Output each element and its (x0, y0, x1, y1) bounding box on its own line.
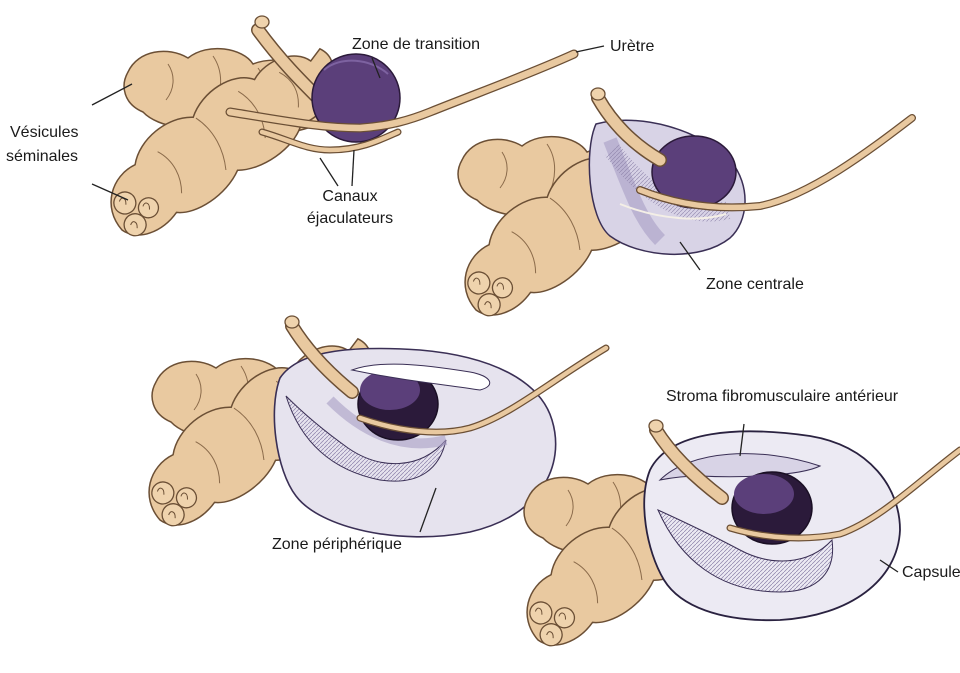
label-seminal-vesicles-line1: Vésicules (10, 122, 78, 144)
figure-central (437, 88, 912, 328)
label-peripheral-zone: Zone périphérique (272, 534, 402, 556)
label-ejaculatory-ducts-line2: éjaculateurs (290, 208, 410, 230)
label-anterior-fibromuscular-stroma: Stroma fibromusculaire antérieur (666, 386, 898, 408)
label-capsule: Capsule (902, 562, 960, 584)
label-central-zone: Zone centrale (706, 274, 804, 296)
label-seminal-vesicles-line2: séminales (6, 146, 78, 168)
label-urethra: Urètre (610, 36, 654, 58)
label-transition-zone: Zone de transition (352, 34, 480, 56)
figure-stroma-capsule (499, 420, 960, 658)
label-ejaculatory-ducts-line1: Canaux (290, 186, 410, 208)
